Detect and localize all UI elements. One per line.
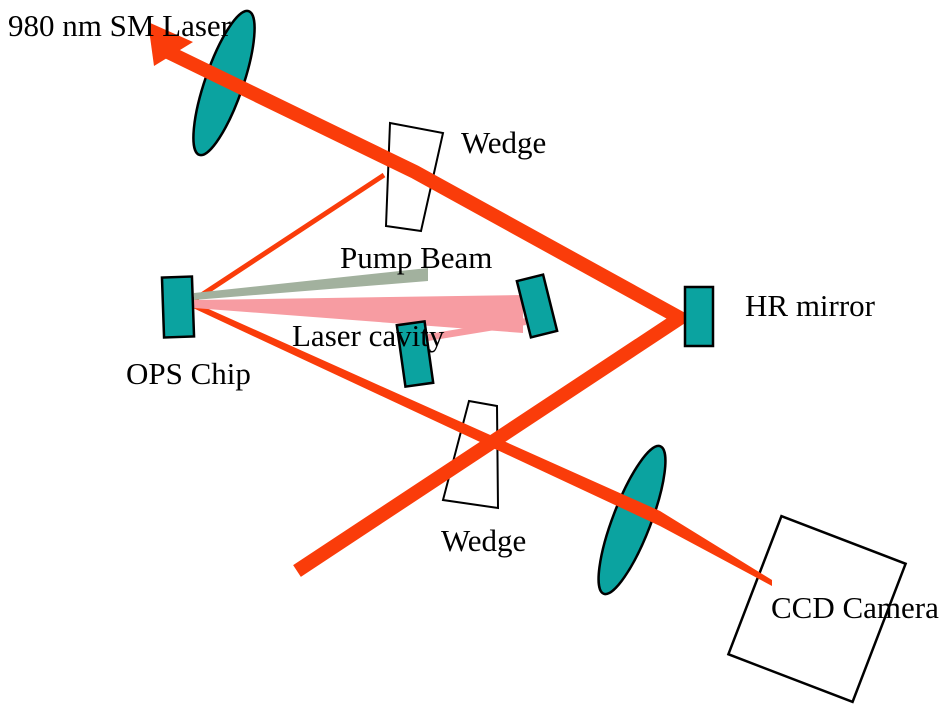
ops-chip-body <box>160 275 196 339</box>
cavity-mirror-fold <box>395 319 435 389</box>
ccd-camera-body <box>726 514 908 704</box>
hr-mirror-label: HR mirror <box>745 288 876 323</box>
lens-bottom <box>597 444 667 596</box>
laser-cavity-beam-main <box>194 295 523 333</box>
output-beam-to-ccd <box>193 302 772 586</box>
hr-mirror-body <box>683 285 715 348</box>
cavity-mirror-upper <box>515 273 559 339</box>
pump-beam-shape <box>194 268 428 300</box>
ccd-camera-label: CCD Camera <box>771 590 939 625</box>
ops-chip-label: OPS Chip <box>126 356 251 391</box>
wedge-pickoff-line <box>192 172 386 303</box>
laser-cavity-label: Laser cavity <box>292 318 445 353</box>
wedge-top-label: Wedge <box>461 125 547 160</box>
laser-source-label: 980 nm SM Laser <box>8 8 232 43</box>
wedge-bottom-label: Wedge <box>441 523 527 558</box>
beam-direction-arrowhead <box>148 22 193 66</box>
pump-beam-label: Pump Beam <box>340 240 493 275</box>
laser-cavity-beam-fold <box>428 318 526 341</box>
pump-laser-beam-path <box>164 45 694 577</box>
